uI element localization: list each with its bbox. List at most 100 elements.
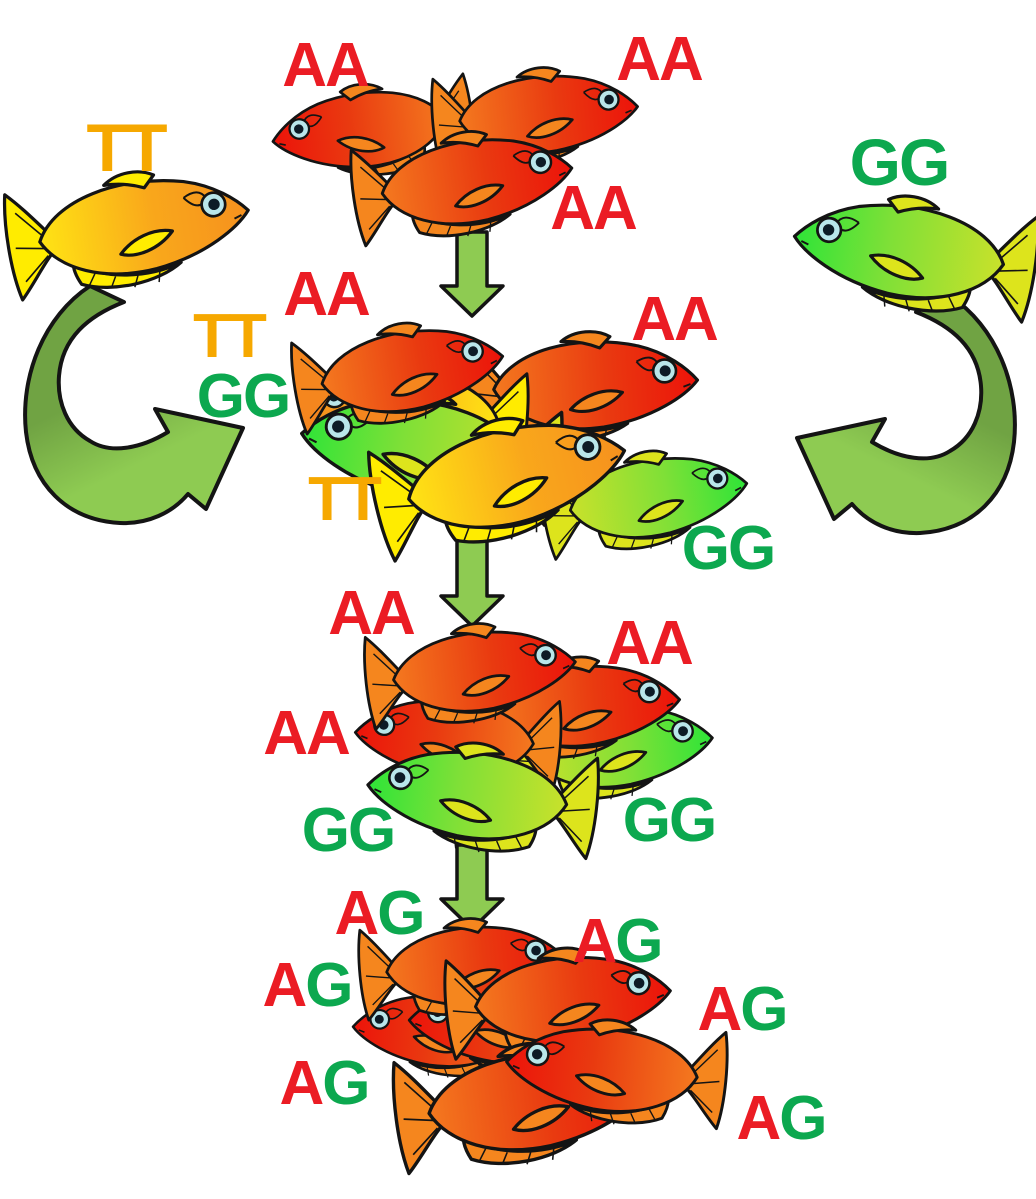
genotype-letter: G [377,879,425,948]
pupil [604,94,614,104]
genotype-letter: AA [616,25,704,94]
pectoral-fin [526,116,574,139]
pectoral-fin [453,183,504,209]
pupil [535,156,546,168]
fish-red [343,111,581,254]
pectoral-fin [336,135,385,153]
pectoral-fin [637,498,684,523]
fish-icon [289,322,504,436]
body [271,90,447,169]
genotype-label-AG: AG [736,1088,827,1150]
pupil [467,346,478,357]
pupil [822,224,835,236]
pectoral-fin [869,253,925,281]
genotype-letter: G [615,907,663,976]
genotype-label-AA: AA [606,613,694,675]
genotype-label-GG: GG [850,129,951,195]
fish-icon [792,194,1036,324]
pectoral-fin [461,674,510,697]
genotype-label-AG: AG [572,911,663,973]
body [38,179,250,276]
body [568,456,749,539]
pectoral-fin [511,1104,571,1133]
dorsal-fin [453,741,505,761]
genotype-letter: A [572,907,617,976]
pupil [208,198,220,211]
genotype-letter: GG [301,796,396,865]
tail-fin [516,699,563,793]
genotype-letter: G [322,1049,370,1118]
pectoral-fin [119,228,175,257]
tail-fin [348,148,400,248]
body [320,329,504,414]
pupil [394,772,405,784]
genotype-label-AA: AA [616,29,704,91]
curved-arrow-icon [23,284,245,526]
pupil [644,686,655,697]
dorsal-fin [515,65,562,83]
tail-fin [983,215,1036,324]
genotype-label-TT: TT [86,114,167,182]
pectoral-fin [492,476,549,509]
fish-icon [362,622,577,731]
gene-flow-arrow-left [12,282,252,534]
dorsal-fin [375,322,422,339]
pupil [713,473,723,483]
dorsal-fin [886,194,941,214]
fish-orange [359,385,642,570]
genotype-letter: AA [631,285,719,354]
down-arrow-icon [439,230,505,318]
dorsal-fin [559,330,612,350]
genotype-letter: TT [193,302,267,371]
genotype-letter: AA [550,174,638,243]
genotype-label-GG: GG [197,366,291,428]
genotype-letter: A [334,879,379,948]
pectoral-fin [568,389,625,413]
fish-icon [348,129,573,248]
pupil [582,440,595,453]
genotype-label-AA: AA [631,289,719,351]
pupil [293,124,303,134]
dorsal-fin [439,129,488,148]
body [474,955,672,1043]
pupil [659,365,671,377]
pectoral-fin [598,750,647,773]
genotype-label-TT: TT [193,306,267,368]
genotype-letter: AA [283,260,371,329]
dorsal-fin [102,170,156,190]
genotype-letter: AA [606,609,694,678]
genotype-letter: AA [328,579,416,648]
fish-red [283,302,512,442]
pupil [531,1048,542,1060]
tail-fin [357,928,404,1021]
genotype-letter: GG [622,786,717,855]
pupil [531,945,541,955]
fish-icon [365,741,600,861]
body [407,423,627,529]
fish-orange [0,147,260,308]
genotype-label-GG: GG [682,518,776,580]
dorsal-fin [469,416,525,437]
dorsal-fin [449,622,496,640]
body [380,138,573,225]
pupil [540,650,551,661]
fish-green [784,173,1036,330]
genotype-letter: G [740,975,788,1044]
tail-fin [362,636,411,731]
genotype-letter: TT [308,465,382,534]
fish-icon [2,170,250,302]
genotype-label-TT: TT [308,469,382,531]
down-arrow [437,537,507,628]
genotype-label-AA: AA [550,178,638,240]
tail-fin [547,756,600,861]
tail-fin [289,341,339,436]
genotype-letter: GG [849,125,951,199]
genotype-letter: A [262,951,307,1020]
genotype-label-AG: AG [279,1053,370,1115]
genotype-letter: A [736,1084,781,1153]
genotype-letter: GG [681,514,776,583]
genotype-letter: A [279,1049,324,1118]
fish-icon [539,449,749,561]
fish-green [359,725,605,866]
